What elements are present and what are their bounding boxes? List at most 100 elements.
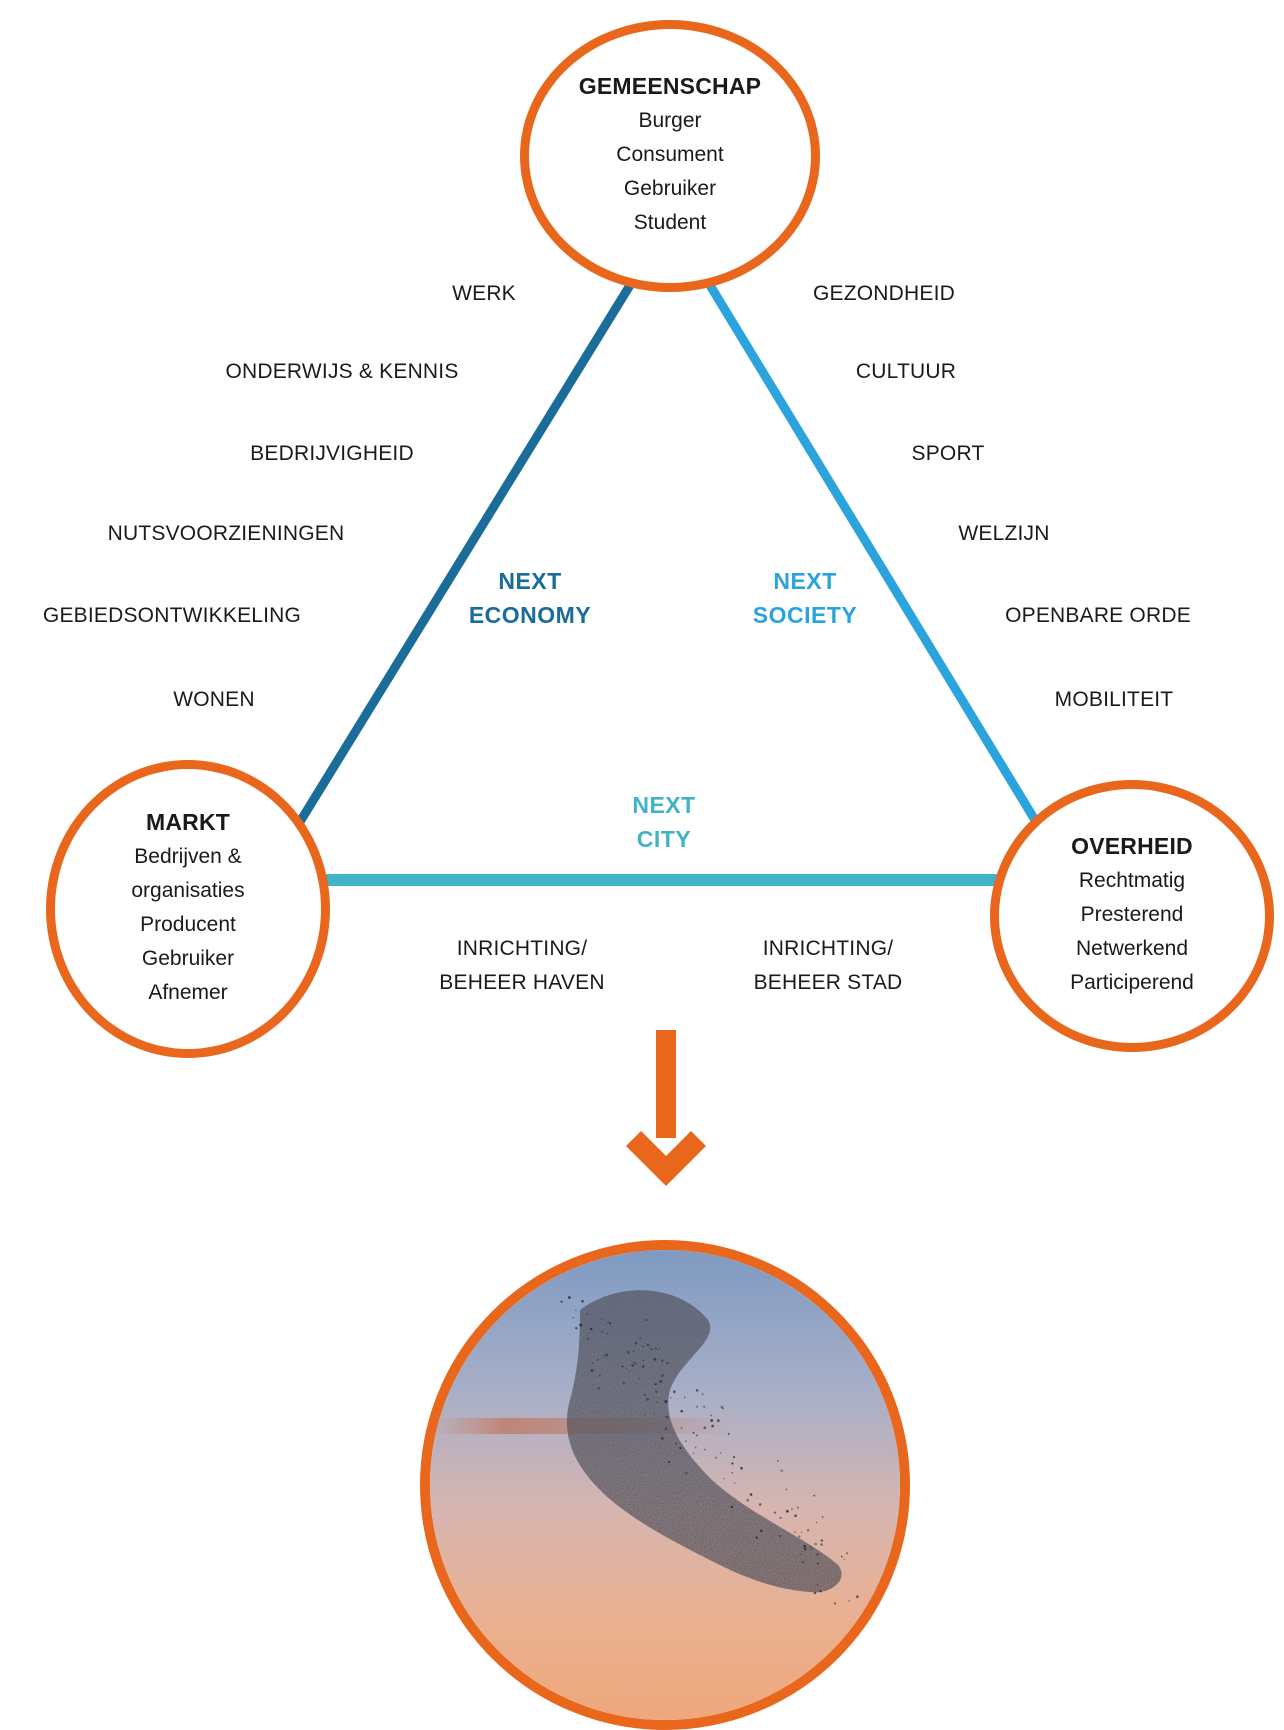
bird-dot: [814, 1542, 818, 1546]
bird-dot: [685, 1440, 687, 1442]
next-economy-label-line: NEXT: [498, 568, 562, 594]
bird-dot: [603, 1355, 605, 1357]
node-gemeenschap: GEMEENSCHAP Burger Consument Gebruiker S…: [520, 20, 820, 292]
topic-right: SPORT: [911, 442, 985, 465]
bird-dot: [723, 1477, 725, 1480]
topic-bottom-haven-line: INRICHTING/: [456, 937, 588, 960]
node-overheid-line: Rechtmatig: [1078, 868, 1186, 892]
bird-dot: [798, 1535, 801, 1538]
bird-dot: [802, 1545, 806, 1549]
bird-dot: [716, 1419, 720, 1423]
node-markt-line: Producent: [140, 912, 236, 936]
bird-dot: [586, 1312, 589, 1315]
bird-dot: [710, 1414, 713, 1417]
bird-dot: [680, 1426, 683, 1430]
bird-dot: [856, 1595, 859, 1598]
node-gemeenschap-line: Student: [633, 210, 707, 234]
next-society-label-line: SOCIETY: [752, 602, 858, 628]
bird-dot: [639, 1337, 642, 1340]
bird-dot: [634, 1362, 637, 1365]
bird-dot: [777, 1460, 779, 1462]
bird-dot: [633, 1350, 635, 1352]
bird-dot: [755, 1536, 758, 1539]
bird-dot: [820, 1539, 824, 1542]
node-overheid-title: OVERHEID: [1071, 832, 1193, 859]
bird-dot: [780, 1469, 784, 1472]
bird-dot: [719, 1452, 722, 1454]
topic-right: MOBILITEIT: [1054, 688, 1174, 711]
topic-left: BEDRIJVIGHEID: [250, 442, 414, 465]
bird-dot: [721, 1407, 724, 1410]
bird-dot: [641, 1365, 645, 1368]
bird-dot: [650, 1348, 653, 1351]
bird-dot: [670, 1397, 672, 1399]
bird-dot: [656, 1401, 659, 1404]
bird-dot: [646, 1343, 650, 1347]
bird-dot: [621, 1365, 624, 1368]
bird-dot: [731, 1462, 734, 1465]
bird-dot: [703, 1405, 706, 1408]
bird-dot: [799, 1553, 802, 1555]
node-markt-line: organisaties: [131, 878, 245, 902]
bird-dot: [730, 1505, 734, 1509]
bird-dot: [655, 1347, 657, 1350]
bird-dot: [654, 1383, 657, 1386]
bird-dot: [791, 1508, 793, 1510]
bird-dot: [592, 1362, 594, 1364]
bird-dot: [796, 1506, 800, 1509]
bird-dot: [733, 1456, 736, 1459]
bird-dot: [804, 1547, 807, 1551]
bird-dot: [666, 1361, 669, 1365]
bird-dot: [746, 1498, 750, 1502]
node-gemeenschap-line: Burger: [638, 108, 702, 132]
bird-dot: [601, 1330, 604, 1333]
topic-bottom-stad: INRICHTING/ BEHEER STAD: [754, 932, 903, 1000]
bird-dot: [760, 1529, 763, 1533]
bird-dot: [606, 1332, 608, 1335]
bird-dot: [778, 1535, 782, 1538]
bird-dot: [803, 1544, 807, 1548]
bird-dot: [626, 1350, 630, 1354]
node-overheid: OVERHEID Rechtmatig Presterend Netwerken…: [990, 780, 1274, 1052]
node-markt: MARKT Bedrijven & organisaties Producent…: [46, 760, 330, 1058]
bird-dot: [703, 1426, 707, 1430]
bird-dot: [821, 1515, 824, 1518]
bird-dot: [642, 1345, 645, 1348]
next-economy-label-line: ECONOMY: [468, 602, 592, 628]
bird-dot: [680, 1409, 683, 1413]
topic-left: ONDERWIJS & KENNIS: [225, 360, 459, 383]
bird-dot: [679, 1446, 682, 1450]
node-markt-title: MARKT: [145, 808, 231, 835]
bird-dot: [579, 1324, 582, 1327]
bird-dot: [714, 1456, 718, 1459]
bird-dot: [740, 1466, 743, 1470]
node-gemeenschap-title: GEMEENSCHAP: [578, 72, 762, 99]
next-society-label: NEXT SOCIETY: [753, 564, 857, 632]
bird-dot: [665, 1415, 669, 1419]
bird-dot: [634, 1341, 638, 1345]
bird-dot: [786, 1509, 789, 1513]
topic-right: OPENBARE ORDE: [1005, 604, 1191, 627]
bird-dot: [597, 1386, 601, 1390]
bird-dot: [845, 1551, 849, 1555]
bird-dot: [632, 1361, 635, 1364]
bird-dot: [661, 1359, 664, 1362]
bird-dot: [643, 1414, 646, 1416]
bird-dot: [672, 1390, 676, 1394]
bird-dot: [731, 1472, 733, 1474]
node-markt-line: Gebruiker: [141, 946, 235, 970]
bird-dot: [809, 1545, 812, 1548]
bird-dot: [654, 1390, 658, 1394]
stray-birds: [560, 1296, 859, 1605]
bird-dot: [586, 1337, 590, 1341]
bird-dot: [590, 1327, 593, 1331]
bird-dot: [720, 1405, 723, 1408]
next-city-label-line: NEXT: [632, 792, 696, 818]
bird-dot: [810, 1547, 814, 1550]
node-gemeenschap-line: Consument: [616, 142, 724, 166]
node-gemeenschap-line: Gebruiker: [623, 176, 717, 200]
bird-dot: [694, 1446, 697, 1449]
bird-dot: [749, 1493, 753, 1496]
